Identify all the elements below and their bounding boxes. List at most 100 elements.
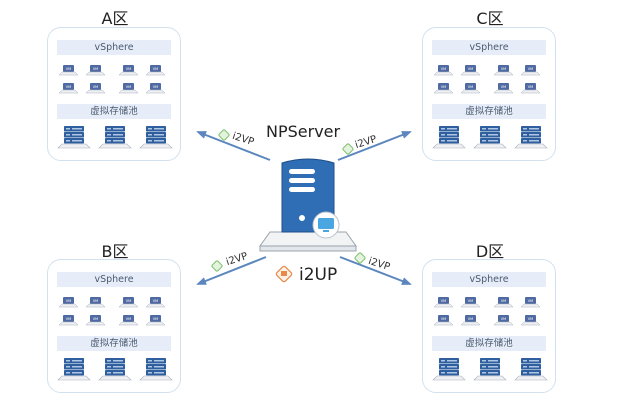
vm-icon: VM bbox=[460, 83, 480, 94]
storage-icon bbox=[139, 126, 173, 149]
svg-text:VM: VM bbox=[528, 85, 533, 89]
vm-icon: VM bbox=[58, 297, 78, 308]
svg-text:VM: VM bbox=[66, 67, 71, 71]
svg-text:VM: VM bbox=[93, 85, 98, 89]
server-icon bbox=[259, 158, 357, 252]
vm-icon: VM bbox=[493, 65, 513, 76]
svg-text:VM: VM bbox=[153, 317, 158, 321]
link-label-c: i2VP bbox=[353, 133, 379, 152]
storage-pool-band: 虚拟存储池 bbox=[432, 104, 546, 119]
svg-text:VM: VM bbox=[126, 67, 131, 71]
server-title: NPServer bbox=[266, 122, 341, 141]
svg-text:VM: VM bbox=[441, 67, 446, 71]
storage-icon bbox=[473, 358, 507, 381]
vm-icon: VM bbox=[58, 83, 78, 94]
zone-a-panel: vSphere 虚拟存储池 VM VM VM VM VM VM VM VM bbox=[47, 27, 181, 161]
vm-icon: VM bbox=[118, 83, 138, 94]
storage-icon bbox=[514, 358, 548, 381]
zone-c-panel: vSphere 虚拟存储池 VM VM VM VM VM VM VM VM bbox=[422, 27, 556, 161]
svg-text:VM: VM bbox=[501, 85, 506, 89]
vm-icon: VM bbox=[493, 297, 513, 308]
vm-icon: VM bbox=[85, 65, 105, 76]
vm-icon: VM bbox=[493, 315, 513, 326]
svg-text:VM: VM bbox=[66, 85, 71, 89]
i2vp-icon bbox=[354, 252, 366, 264]
vm-icon: VM bbox=[85, 315, 105, 326]
link-label-b: i2VP bbox=[224, 250, 250, 269]
i2up-label: i2UP bbox=[299, 265, 338, 285]
vm-icon: VM bbox=[460, 315, 480, 326]
svg-text:VM: VM bbox=[468, 317, 473, 321]
zone-d-title: D区 bbox=[475, 242, 505, 261]
vm-icon: VM bbox=[520, 297, 540, 308]
storage-icon bbox=[473, 126, 507, 149]
svg-text:VM: VM bbox=[126, 85, 131, 89]
storage-icon bbox=[57, 358, 91, 381]
link-label-d: i2VP bbox=[366, 255, 392, 274]
vm-icon: VM bbox=[433, 297, 453, 308]
vm-icon: VM bbox=[118, 297, 138, 308]
storage-icon bbox=[98, 358, 132, 381]
storage-icon bbox=[98, 126, 132, 149]
svg-text:VM: VM bbox=[528, 67, 533, 71]
vm-icon: VM bbox=[58, 315, 78, 326]
vm-icon: VM bbox=[520, 65, 540, 76]
storage-icon bbox=[432, 358, 466, 381]
i2up-icon bbox=[275, 265, 293, 283]
vm-icon: VM bbox=[85, 297, 105, 308]
vm-icon: VM bbox=[493, 83, 513, 94]
svg-text:VM: VM bbox=[153, 299, 158, 303]
zone-d-panel: vSphere 虚拟存储池 VM VM VM VM VM VM VM VM bbox=[422, 259, 556, 393]
storage-pool-band: 虚拟存储池 bbox=[57, 336, 171, 351]
hypervisor-band: vSphere bbox=[57, 272, 171, 287]
hypervisor-band: vSphere bbox=[432, 40, 546, 55]
vm-icon: VM bbox=[520, 315, 540, 326]
svg-text:VM: VM bbox=[93, 317, 98, 321]
svg-text:VM: VM bbox=[468, 299, 473, 303]
vm-icon: VM bbox=[433, 65, 453, 76]
i2vp-icon bbox=[342, 143, 354, 155]
vm-icon: VM bbox=[460, 65, 480, 76]
hypervisor-band: vSphere bbox=[432, 272, 546, 287]
hypervisor-band: vSphere bbox=[57, 40, 171, 55]
svg-text:VM: VM bbox=[468, 85, 473, 89]
storage-icon bbox=[139, 358, 173, 381]
svg-text:VM: VM bbox=[93, 67, 98, 71]
svg-text:VM: VM bbox=[93, 299, 98, 303]
svg-text:VM: VM bbox=[501, 317, 506, 321]
link-label-a: i2VP bbox=[230, 130, 256, 149]
svg-text:VM: VM bbox=[528, 299, 533, 303]
svg-text:VM: VM bbox=[66, 299, 71, 303]
vm-icon: VM bbox=[433, 315, 453, 326]
vm-icon: VM bbox=[520, 83, 540, 94]
i2vp-icon bbox=[218, 129, 230, 141]
zone-c-title: C区 bbox=[476, 9, 504, 28]
storage-icon bbox=[432, 126, 466, 149]
vm-icon: VM bbox=[145, 65, 165, 76]
vm-icon: VM bbox=[433, 83, 453, 94]
vm-icon: VM bbox=[118, 65, 138, 76]
svg-text:VM: VM bbox=[153, 67, 158, 71]
svg-text:VM: VM bbox=[441, 317, 446, 321]
svg-text:VM: VM bbox=[66, 317, 71, 321]
i2vp-icon bbox=[211, 260, 223, 272]
vm-icon: VM bbox=[145, 297, 165, 308]
zone-a-title: A区 bbox=[101, 9, 129, 28]
vm-icon: VM bbox=[85, 83, 105, 94]
svg-text:VM: VM bbox=[501, 299, 506, 303]
svg-text:VM: VM bbox=[126, 299, 131, 303]
svg-text:VM: VM bbox=[126, 317, 131, 321]
storage-icon bbox=[57, 126, 91, 149]
vm-icon: VM bbox=[460, 297, 480, 308]
svg-text:VM: VM bbox=[441, 85, 446, 89]
storage-pool-band: 虚拟存储池 bbox=[432, 336, 546, 351]
svg-text:VM: VM bbox=[441, 299, 446, 303]
zone-b-panel: vSphere 虚拟存储池 VM VM VM VM VM VM VM VM bbox=[47, 259, 181, 393]
svg-text:VM: VM bbox=[501, 67, 506, 71]
svg-text:VM: VM bbox=[528, 317, 533, 321]
svg-text:VM: VM bbox=[153, 85, 158, 89]
storage-pool-band: 虚拟存储池 bbox=[57, 104, 171, 119]
zone-b-title: B区 bbox=[101, 242, 129, 261]
storage-icon bbox=[514, 126, 548, 149]
vm-icon: VM bbox=[145, 83, 165, 94]
